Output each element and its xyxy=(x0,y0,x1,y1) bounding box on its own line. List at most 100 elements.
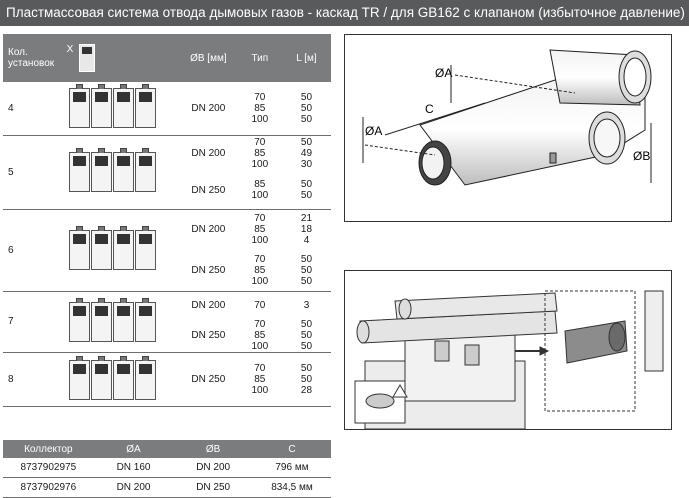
boiler-icon xyxy=(134,297,156,342)
boiler-icon xyxy=(90,148,112,192)
max-length: 50 xyxy=(300,374,313,385)
boiler-icon xyxy=(68,226,90,270)
table-row: 7 DN 200 70 3 xyxy=(3,291,331,353)
boiler-type: 85 xyxy=(254,102,266,114)
max-length: 50 xyxy=(300,179,313,191)
boiler-icon xyxy=(134,226,156,270)
max-length: 50 xyxy=(300,363,313,374)
max-length: 50 xyxy=(300,253,313,265)
max-length: 30 xyxy=(300,159,313,171)
boiler-icon xyxy=(134,148,156,192)
collector-code: 8737902976 xyxy=(3,477,94,498)
collector-c: 834,5 мм xyxy=(252,477,331,498)
boiler-cascade-illustration xyxy=(64,135,180,210)
table-row: 8737902975 DN 160 DN 200 796 мм xyxy=(3,458,331,478)
boiler-type: 85 xyxy=(254,224,266,236)
dia-a-header: ØA xyxy=(93,440,174,458)
boiler-type: 70 xyxy=(254,213,266,225)
boiler-icon xyxy=(90,297,112,342)
header-x: X xyxy=(64,34,180,82)
collector-dia-a: DN 160 xyxy=(93,458,174,478)
boiler-cascade-illustration xyxy=(64,209,180,292)
boiler-type: 70 xyxy=(254,253,266,265)
max-length-list: 3 xyxy=(282,291,331,319)
boiler-type: 70 xyxy=(254,319,266,330)
max-length: 50 xyxy=(300,91,313,103)
installation-count: 7 xyxy=(3,291,65,353)
flue-diameter: DN 200 xyxy=(191,224,226,236)
max-length: 4 xyxy=(303,235,310,247)
boiler-type: 100 xyxy=(251,275,269,287)
max-length: 3 xyxy=(303,299,310,311)
flue-diameter: DN 200 xyxy=(191,299,226,311)
max-length: 21 xyxy=(300,213,313,225)
dia-a-left-label: ØA xyxy=(365,124,382,138)
header-length: L [м] xyxy=(281,34,331,82)
boiler-type: 100 xyxy=(251,235,269,247)
collector-pipe-drawing xyxy=(362,49,652,186)
boiler-type-list: 70 xyxy=(238,291,282,319)
max-length: 50 xyxy=(300,275,313,287)
collector-header-row: Коллектор ØA ØB C xyxy=(3,440,331,458)
collector-dia-b: DN 200 xyxy=(173,458,253,478)
boiler-icon xyxy=(68,148,90,192)
collector-table: Коллектор ØA ØB C 8737902975 DN 160 DN 2… xyxy=(3,440,331,498)
installation-diagram xyxy=(344,270,672,430)
boiler-icon xyxy=(68,297,90,342)
max-length: 50 xyxy=(300,102,313,114)
table-header-row: Кол. установок X ØB [мм] Тип L [м] xyxy=(3,34,331,82)
boiler-icon xyxy=(112,355,134,400)
dia-b-label: ØB xyxy=(633,149,650,163)
max-length: 28 xyxy=(300,385,313,396)
boiler-icon xyxy=(90,355,112,400)
page-title: Пластмассовая система отвода дымовых газ… xyxy=(0,0,689,26)
boiler-type: 70 xyxy=(254,363,266,374)
boiler-type: 85 xyxy=(254,374,266,385)
boiler-icon xyxy=(112,84,134,129)
max-length: 49 xyxy=(300,148,313,160)
collector-dia-a: DN 200 xyxy=(93,477,174,498)
max-length: 50 xyxy=(300,137,313,149)
max-length: 50 xyxy=(300,341,313,352)
boiler-type: 85 xyxy=(254,179,266,191)
boiler-type: 100 xyxy=(251,159,269,171)
collector-c: 796 мм xyxy=(252,458,331,478)
boiler-type: 70 xyxy=(254,137,266,149)
collector-header: Коллектор xyxy=(3,440,94,458)
collector-table-body: 8737902975 DN 160 DN 200 796 мм 87379029… xyxy=(3,458,331,498)
boiler-icon xyxy=(90,226,112,270)
flue-diameter: DN 250 xyxy=(179,250,238,292)
dia-a-top-label: ØA xyxy=(435,66,452,80)
installation-count: 8 xyxy=(3,352,65,407)
boiler-icon xyxy=(112,148,134,192)
cascade-table: Кол. установок X ØB [мм] Тип L [м] 4 DN 2… xyxy=(3,34,331,407)
boiler-icon xyxy=(79,44,96,72)
max-length: 50 xyxy=(300,190,313,202)
boiler-type: 100 xyxy=(251,385,269,396)
max-length: 50 xyxy=(300,113,313,125)
boiler-type: 70 xyxy=(254,91,266,103)
table-row: 8737902976 DN 200 DN 250 834,5 мм xyxy=(3,477,331,498)
boiler-icon xyxy=(112,226,134,270)
installation-count: 4 xyxy=(3,82,65,136)
boiler-type: 85 xyxy=(254,330,266,341)
max-length: 18 xyxy=(300,224,313,236)
flue-diameter: DN 250 xyxy=(179,352,238,407)
flue-diameter: DN 250 xyxy=(179,172,238,210)
boiler-icon xyxy=(134,84,156,129)
